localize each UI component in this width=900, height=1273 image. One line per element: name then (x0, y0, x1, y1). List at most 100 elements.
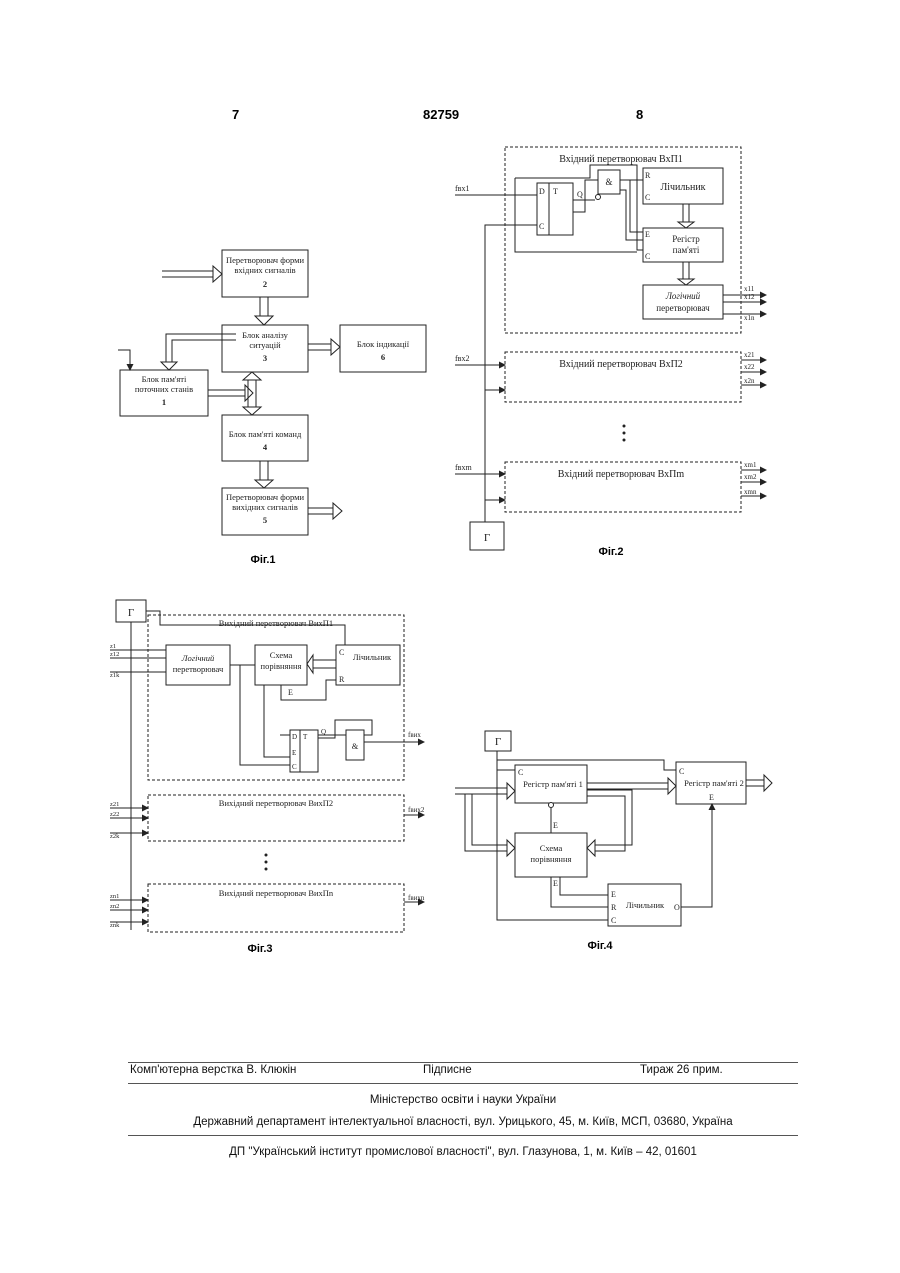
footer-layout: Комп'ютерна верстка В. Клюкін (130, 1064, 296, 1076)
fig4-compare-e-bottom: E (553, 879, 558, 888)
fig4-counter-e: E (611, 890, 616, 899)
fig1-block-1-line1: Блок пам'яті (142, 374, 187, 384)
fig2-caption: Фіг.2 (598, 546, 623, 558)
fig3-converter-1-frame (148, 615, 404, 780)
fig1-block-3-line2: ситуацій (249, 340, 281, 350)
figure-3-labels: Г Вихідний перетворювач ВихП1 Вихідний п… (110, 607, 425, 929)
footer-rule-3 (128, 1135, 798, 1136)
fig3-trigger-t: T (303, 733, 308, 741)
footer-rule-1 (128, 1062, 798, 1063)
fig1-block-6-line1: Блок індикації (357, 339, 410, 349)
fig3-z12: z12 (110, 651, 119, 658)
fig2-out-2n: x2n (744, 377, 755, 385)
fig4-compare-l2: порівняння (531, 854, 572, 864)
fig3-zn1: zn1 (110, 893, 119, 900)
fig4-reg2-c: C (679, 767, 684, 776)
fig2-and-label: & (605, 177, 612, 187)
fig3-z21: z21 (110, 801, 119, 808)
fig2-logic-l2: перетворювач (656, 303, 710, 313)
fig4-reg1-c: C (518, 768, 523, 777)
fig2-trigger-c: C (539, 222, 544, 231)
fig1-block-5-num: 5 (263, 515, 267, 525)
fig3-convn-title: Вихідний перетворювач ВихПn (219, 888, 334, 898)
figure-2-labels: Вхідний перетворювач ВхП1 Вхідний перетв… (455, 154, 757, 544)
fig2-convm-title: Вхідний перетворювач ВхПm (558, 469, 685, 480)
figure-1-labels: Перетворювач форми вхідних сигналів 2 Бл… (135, 255, 410, 525)
fig3-z1k: z1k (110, 672, 120, 679)
fig1-block-1-line2: поточних станів (135, 384, 193, 394)
fig1-block-1-num: 1 (162, 397, 166, 407)
fig4-counter-label: Лічильник (626, 900, 665, 910)
fig3-zn2: zn2 (110, 903, 119, 910)
fig3-z22: z22 (110, 811, 119, 818)
fig1-block-3-line1: Блок аналізу (242, 330, 288, 340)
footer-rule-2 (128, 1083, 798, 1084)
fig2-input-2: fвх2 (455, 354, 469, 363)
figure-3-dots (265, 854, 268, 871)
fig1-block-2-line1: Перетворювач форми (226, 255, 304, 265)
fig2-out-22: x22 (744, 363, 755, 371)
fig4-reg2-e: E (709, 793, 714, 802)
fig2-trigger-q: Q (577, 190, 583, 199)
fig1-caption: Фіг.1 (250, 554, 275, 566)
fig3-z11: z1 (110, 643, 116, 650)
fig3-logic-l2: перетворювач (173, 664, 224, 674)
fig2-counter-r: R (645, 171, 651, 180)
fig4-caption: Фіг.4 (587, 940, 613, 952)
fig2-conv2-title: Вхідний перетворювач ВхП2 (559, 359, 683, 370)
footer-subscribed: Підписне (423, 1064, 472, 1076)
fig2-register-l1: Регістр (672, 234, 700, 244)
fig3-conv1-title: Вихідний перетворювач ВихП1 (219, 618, 333, 628)
fig3-counter-c: C (339, 648, 344, 657)
fig4-counter-r: R (611, 903, 617, 912)
fig2-logic-l1: Логічний (665, 291, 701, 301)
fig4-compare-l1: Схема (540, 843, 563, 853)
fig4-reg2-label: Регістр пам'яті 2 (684, 778, 744, 788)
figure-2-dots (623, 425, 626, 442)
fig2-out-m1: xm1 (744, 461, 757, 469)
fig3-out-1: fвих (408, 731, 421, 739)
fig2-out-1n: x1n (744, 314, 755, 322)
fig1-block-4-line1: Блок пам'яті команд (229, 429, 302, 439)
fig1-block-6-num: 6 (381, 352, 385, 362)
fig3-out-n: fвихn (408, 894, 425, 902)
fig3-trigger-d: D (292, 733, 297, 741)
fig1-block-3-num: 3 (263, 353, 267, 363)
fig1-block-4-num: 4 (263, 442, 268, 452)
fig3-trigger-e: E (292, 749, 296, 757)
figure-4-labels: Г Регістр пам'яті 1 Регістр пам'яті 2 Сх… (495, 736, 744, 925)
fig4-generator-label: Г (495, 736, 501, 748)
fig3-logic-l1: Логічний (181, 653, 215, 663)
fig2-trigger-d: D (539, 187, 545, 196)
fig2-register-e: E (645, 230, 650, 239)
fig2-register-c: C (645, 252, 650, 261)
fig1-block-2-line2: вхідних сигналів (234, 265, 295, 275)
fig3-conv2-title: Вихідний перетворювач ВихП2 (219, 798, 333, 808)
fig4-counter-q: O (674, 903, 680, 912)
fig2-trigger-t: T (553, 187, 558, 196)
figure-2 (455, 147, 766, 550)
fig3-compare-l1: Схема (270, 650, 293, 660)
fig2-counter-c: C (645, 193, 650, 202)
fig3-counter (336, 645, 400, 685)
fig2-out-mn: xmn (744, 488, 757, 496)
fig4-compare-e-top: E (553, 821, 558, 830)
fig2-register-l2: пам'яті (673, 245, 700, 255)
fig1-block-5-line1: Перетворювач форми (226, 492, 304, 502)
fig1-block-2-num: 2 (263, 279, 267, 289)
fig3-and-label: & (352, 741, 359, 751)
footer-department: Державний департамент інтелектуальної вл… (128, 1116, 798, 1128)
fig1-block-5-line2: вихідних сигналів (232, 502, 298, 512)
fig3-trigger-c: C (292, 763, 297, 771)
fig3-out-2: fвих2 (408, 806, 425, 814)
fig3-counter-label: Лічильник (353, 652, 392, 662)
fig2-input-1: fвх1 (455, 184, 469, 193)
fig4-reg1-label: Регістр пам'яті 1 (523, 779, 583, 789)
fig2-out-21: x21 (744, 351, 755, 359)
fig3-z2k: z2k (110, 833, 120, 840)
fig3-counter-r: R (339, 675, 345, 684)
fig3-compare-e: E (288, 688, 293, 697)
fig2-generator-label: Г (484, 532, 490, 544)
fig4-counter-c: C (611, 916, 616, 925)
fig2-input-m: fвхm (455, 463, 472, 472)
